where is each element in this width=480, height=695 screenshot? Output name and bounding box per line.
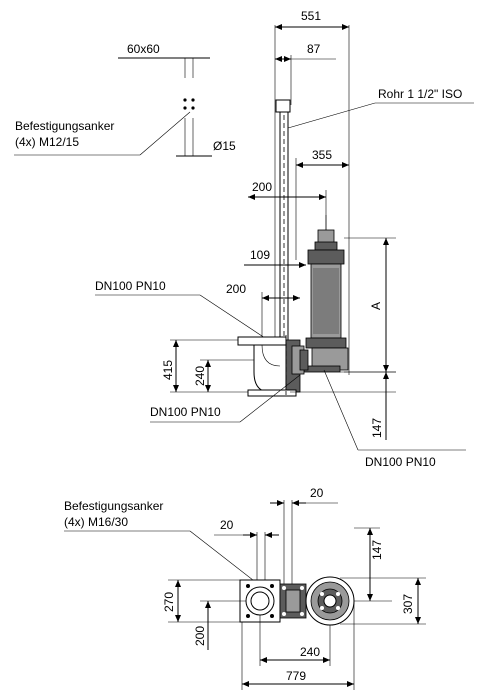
dimension-20-right: 20 <box>270 486 338 585</box>
flange-label-pump: DN100 PN10 <box>323 369 466 469</box>
dim-20-right-label: 20 <box>310 486 324 500</box>
anchor-label-line1: Befestigungsanker <box>15 119 114 133</box>
dim-d15-label: Ø15 <box>213 139 236 153</box>
dimension-200-upper: 200 <box>248 180 327 230</box>
flange-label-bottom: DN100 PN10 <box>150 374 301 423</box>
dimension-A: A <box>344 237 396 373</box>
top-discharge-base <box>239 579 307 623</box>
discharge-base <box>237 335 309 397</box>
dim-147-top-label: 147 <box>370 540 384 560</box>
dim-200-lower-label: 200 <box>226 282 246 296</box>
dim-87-label: 87 <box>307 42 321 56</box>
dim-307-label: 307 <box>401 594 415 614</box>
dim-415-label: 415 <box>161 360 175 380</box>
dimension-355: 355 <box>295 148 349 260</box>
pipe-label: Rohr 1 1/2" ISO <box>378 87 462 101</box>
dim-270-label: 270 <box>162 592 176 612</box>
dim-147-side-label: 147 <box>370 418 384 438</box>
dim-240-label: 240 <box>193 366 207 386</box>
anchor-label-line2: (4x) M12/15 <box>15 135 79 149</box>
flange-pump-text: DN100 PN10 <box>365 455 436 469</box>
flange-top-text: DN100 PN10 <box>95 279 166 293</box>
dim-240-top-label: 240 <box>300 645 320 659</box>
flange-bottom-text: DN100 PN10 <box>150 405 221 419</box>
dim-60x60-label: 60x60 <box>127 42 160 56</box>
dim-20-left-label: 20 <box>220 518 234 532</box>
dimension-147-side: 147 <box>290 371 396 440</box>
dim-551-label: 551 <box>301 9 321 23</box>
dimension-270: 270 <box>162 579 240 623</box>
guide-pipe: Rohr 1 1/2" ISO <box>275 87 474 340</box>
dimension-20-left: 20 <box>214 518 279 585</box>
dimension-109: 109 <box>244 248 306 268</box>
flange-label-top: DN100 PN10 <box>95 279 269 341</box>
dimension-307: 307 <box>340 577 426 625</box>
top-pump <box>305 576 392 626</box>
pump-body <box>303 215 349 373</box>
anchor-detail: 60x60 Ø15 Befestigungsanker (4x) M12/15 <box>14 42 236 157</box>
dimension-87: 87 <box>275 42 336 105</box>
dim-200-top-label: 200 <box>193 626 207 646</box>
dimension-415-240: 415 240 <box>161 339 254 393</box>
dimension-551: 551 <box>274 9 350 375</box>
top-anchor-label-line2: (4x) M16/30 <box>64 515 128 529</box>
dim-779-label: 779 <box>286 669 306 683</box>
top-view: Befestigungsanker (4x) M16/30 20 20 <box>64 486 426 690</box>
dimension-200-lower: 200 <box>226 282 300 345</box>
dimension-200-top: 200 <box>193 600 246 650</box>
dim-109-label: 109 <box>250 248 270 262</box>
side-view: 551 87 60x60 Ø15 Befestigungsank <box>14 9 474 469</box>
dim-355-label: 355 <box>312 148 332 162</box>
dimension-240-779: 240 779 <box>241 601 355 690</box>
dim-200-upper-label: 200 <box>252 180 272 194</box>
top-anchor-label-line1: Befestigungsanker <box>64 499 163 513</box>
dimension-147-top: 147 <box>354 527 384 601</box>
dim-A-label: A <box>369 302 383 310</box>
